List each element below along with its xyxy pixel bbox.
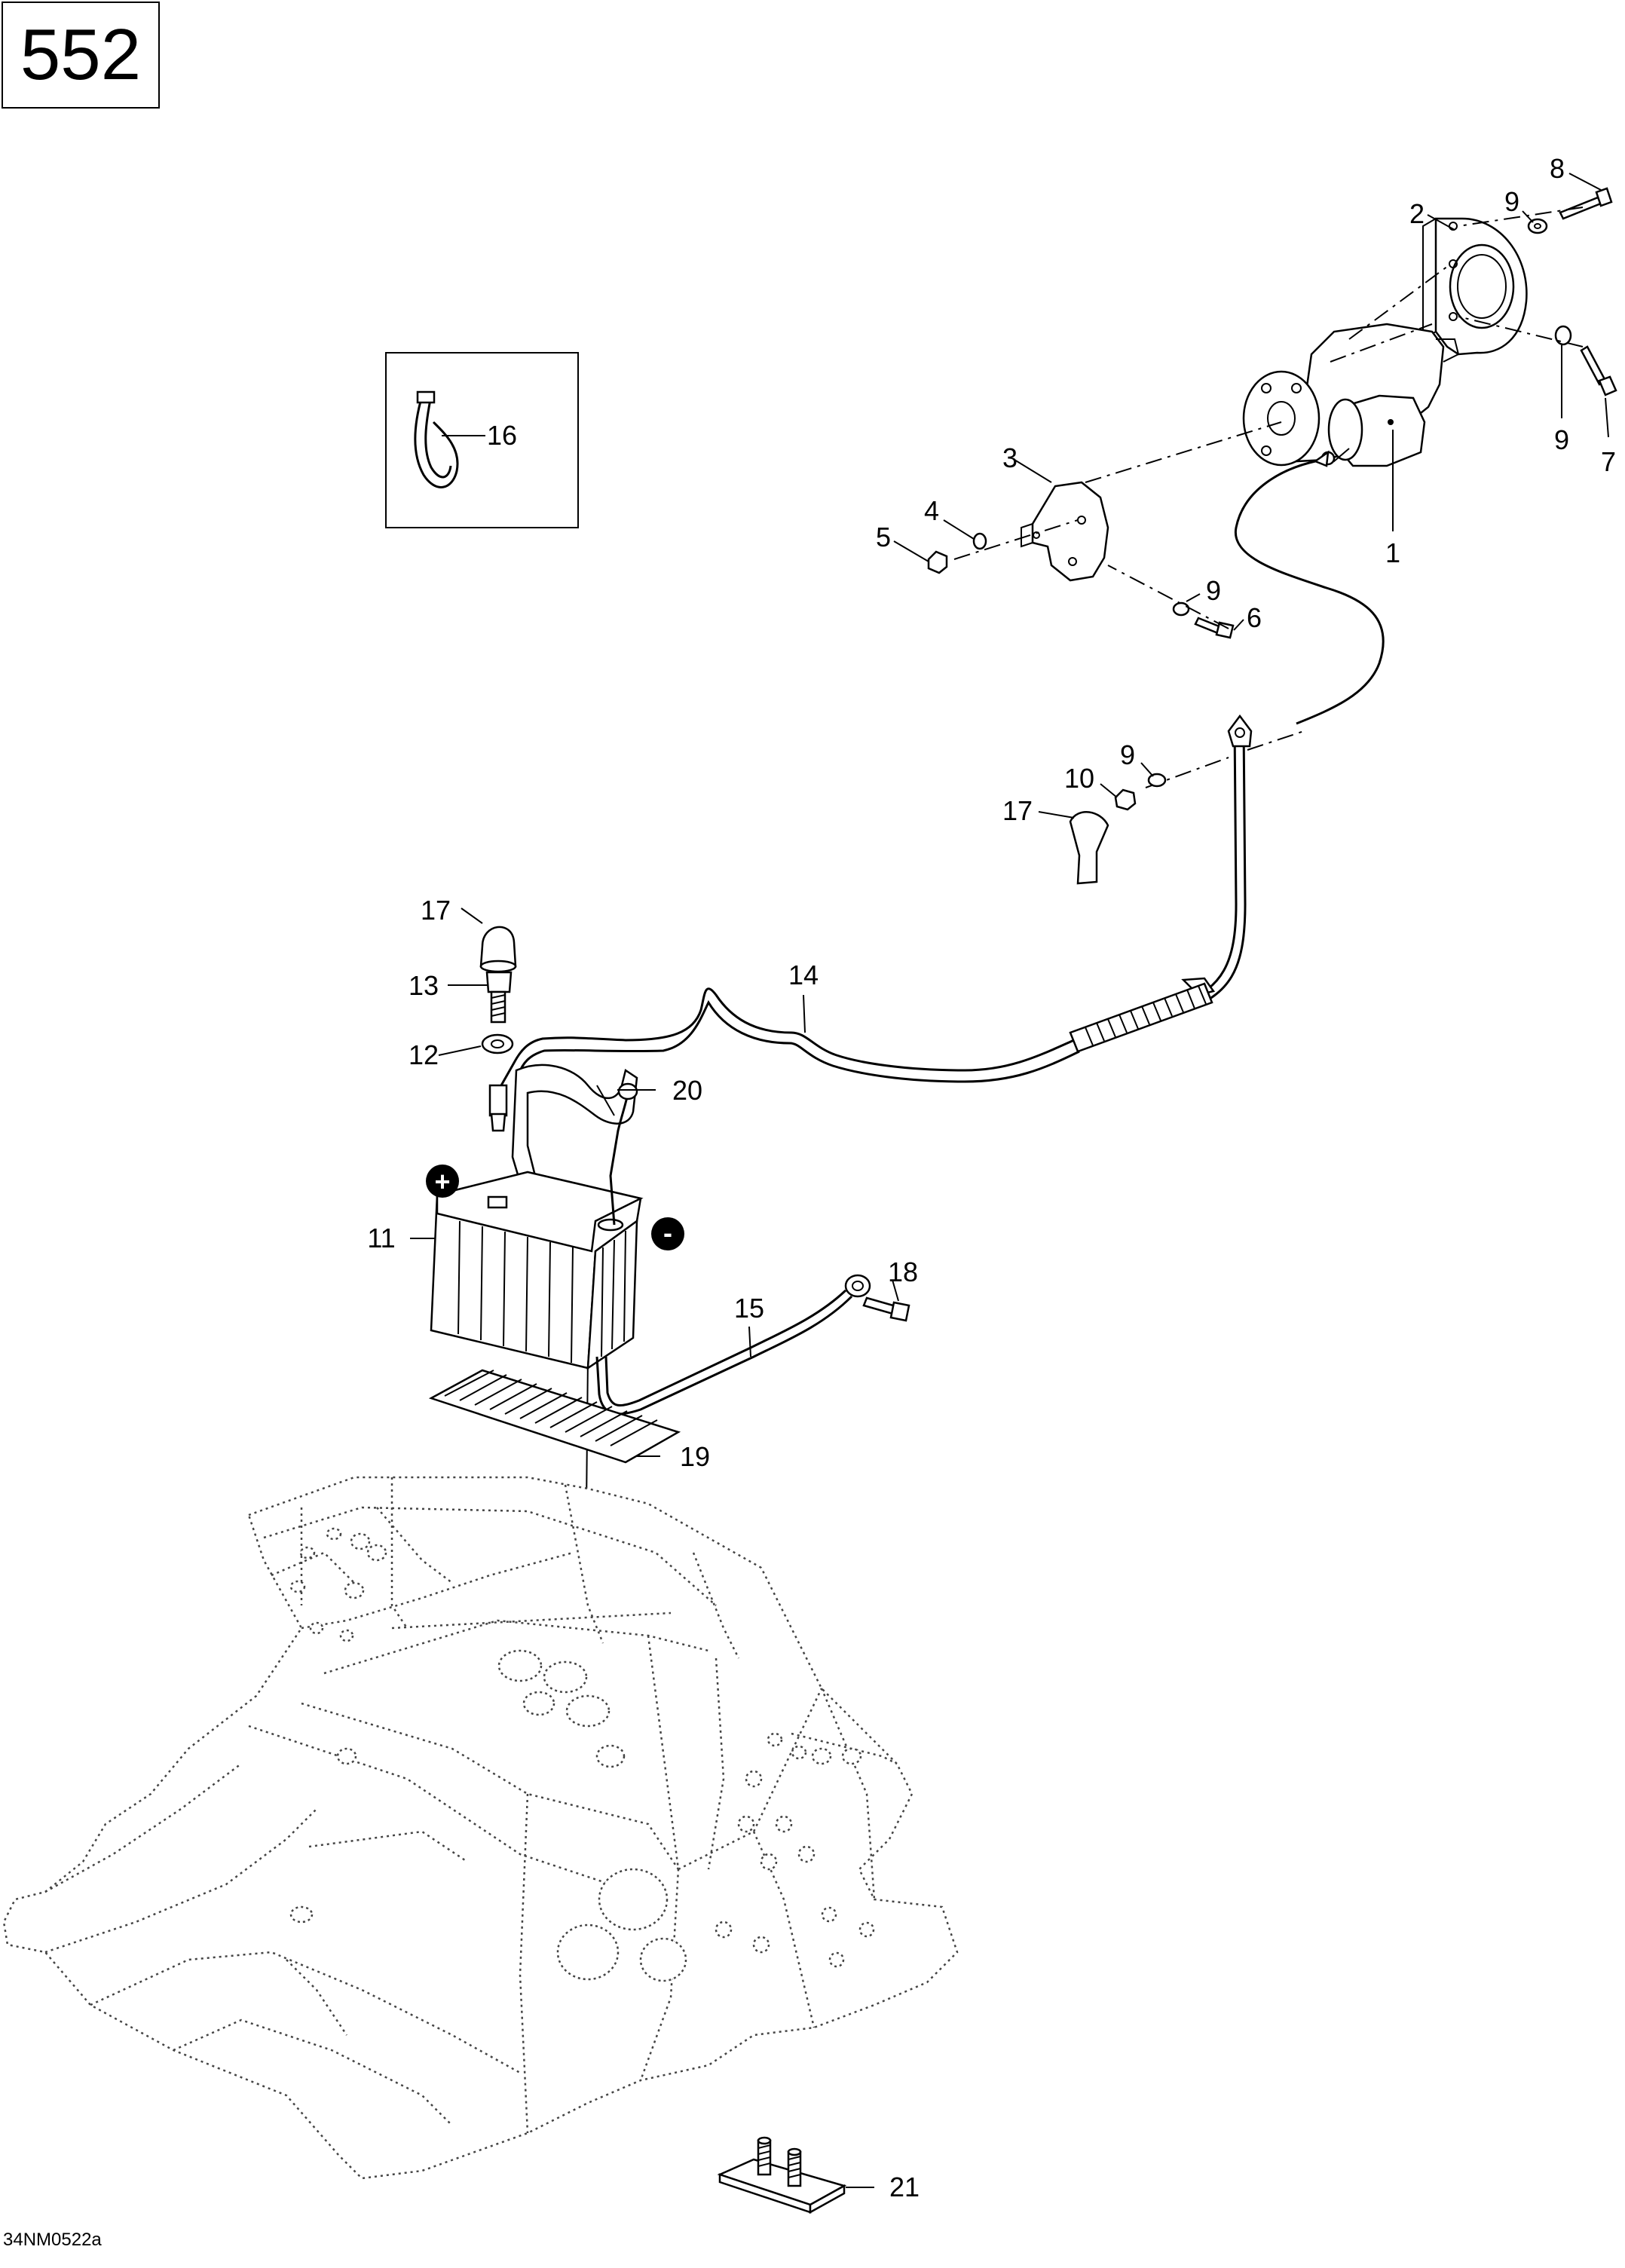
page-number-box: 552 [2,2,160,109]
positive-symbol: + [426,1165,459,1198]
washer-9-top [1527,218,1548,234]
callout-9-b: 9 [1554,424,1569,455]
nut-5 [927,550,948,574]
rear-bracket-3 [1021,481,1109,582]
starter-cable [1234,450,1385,725]
page-number: 552 [20,14,142,95]
callout-21: 21 [889,2172,920,2202]
bolt-6 [1194,617,1235,639]
callout-labels: 1 2 3 4 5 6 7 8 9 9 9 9 10 11 12 13 14 1… [367,153,1616,2202]
svg-text:+: + [434,1166,450,1197]
callout-8: 8 [1550,153,1565,184]
callout-11: 11 [367,1223,395,1253]
nut-10 [1114,788,1137,811]
terminal-cap-17 [479,926,517,973]
callout-14: 14 [788,960,819,990]
vehicle-frame [2,1476,959,2180]
callout-3: 3 [1002,442,1018,473]
bolt-18 [862,1296,910,1322]
starter-motor [1242,323,1460,467]
callout-2: 2 [1409,198,1425,229]
callout-20: 20 [672,1075,702,1106]
callout-15: 15 [734,1293,764,1324]
cable-boot-17 [1069,811,1109,885]
battery-pad-19 [428,1369,681,1464]
callout-17-b: 17 [1002,795,1033,826]
callout-10: 10 [1064,763,1094,794]
callout-13: 13 [409,970,439,1001]
callout-9-a: 9 [1504,186,1519,217]
bolt-8 [1559,187,1613,220]
callout-4: 4 [924,495,939,526]
washer-4 [972,532,987,550]
callout-9-c: 9 [1206,575,1221,606]
callout-19: 19 [680,1441,710,1472]
washer-9-right [1554,325,1572,346]
negative-cable-15 [595,1082,871,1416]
bolt-7 [1580,345,1617,396]
negative-symbol: - [651,1217,684,1250]
mount-plate-21 [717,2136,847,2214]
washer-9-low [1147,773,1167,788]
bolt-13 [485,971,513,1024]
battery-11 [430,1171,644,1370]
leader-lines [410,173,1609,2188]
washer-12 [481,1033,514,1054]
callout-17-a: 17 [421,895,451,926]
callout-16: 16 [487,420,517,451]
positive-cable-14 [488,714,1253,1132]
svg-text:-: - [663,1217,672,1248]
callout-9-d: 9 [1120,739,1135,770]
callout-12: 12 [409,1039,439,1070]
tie-wrap-inset [385,352,579,528]
figure-code: 34NM0522a [3,2230,102,2250]
callout-6: 6 [1247,602,1262,633]
washer-9-mid [1172,601,1190,617]
callout-5: 5 [876,522,891,552]
callout-1: 1 [1385,537,1400,568]
callout-7: 7 [1601,446,1616,477]
cable-sleeve [1069,982,1213,1053]
assembly-lines [579,207,1584,1670]
callout-18: 18 [888,1256,918,1287]
starter-mounting-bracket [1422,217,1528,356]
